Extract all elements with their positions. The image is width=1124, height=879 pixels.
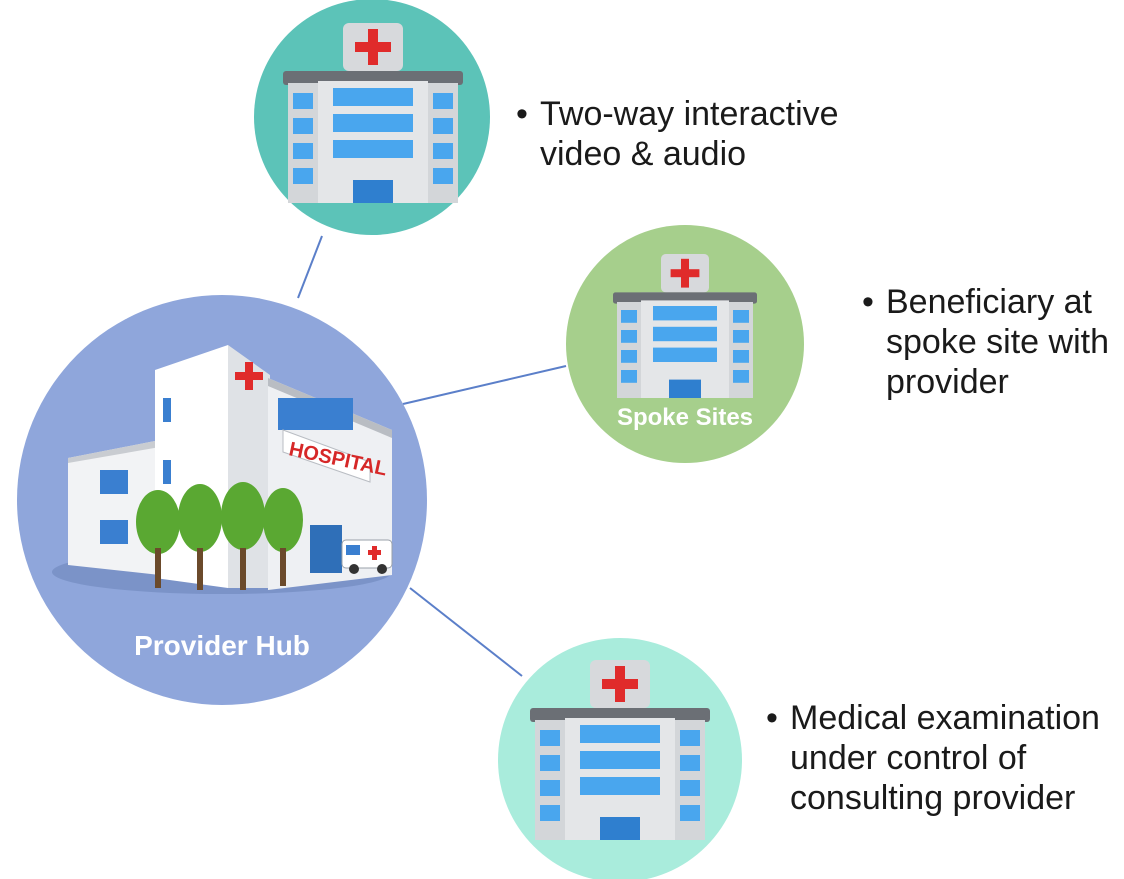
- bullet-bottom-text: Medical examination under control of con…: [790, 699, 1100, 817]
- connector-bottom: [409, 587, 523, 677]
- bullet-middle-text: Beneficiary at spoke site with provider: [886, 283, 1109, 401]
- hub-label: Provider Hub: [134, 630, 310, 661]
- spoke-middle: [566, 225, 804, 463]
- spoke-bottom: [498, 638, 742, 879]
- bullet-bottom: • Medical examination under control of co…: [766, 698, 1100, 818]
- bullet-top-text: Two-way interactive video & audio: [540, 95, 839, 173]
- bullet-dot: •: [516, 95, 528, 133]
- bullet-top: • Two-way interactive video & audio: [516, 94, 839, 174]
- hospital-building-icon: HOSPITAL: [68, 345, 393, 590]
- connector-top: [297, 235, 323, 299]
- spoke-label: Spoke Sites: [616, 404, 754, 431]
- bullet-middle: • Beneficiary at spoke site with provider: [862, 282, 1109, 402]
- provider-hub: HOSPITAL: [17, 295, 427, 705]
- spoke-top: [254, 0, 490, 235]
- connector-middle: [402, 365, 567, 405]
- bullet-dot: •: [766, 699, 778, 737]
- bullet-dot: •: [862, 283, 874, 321]
